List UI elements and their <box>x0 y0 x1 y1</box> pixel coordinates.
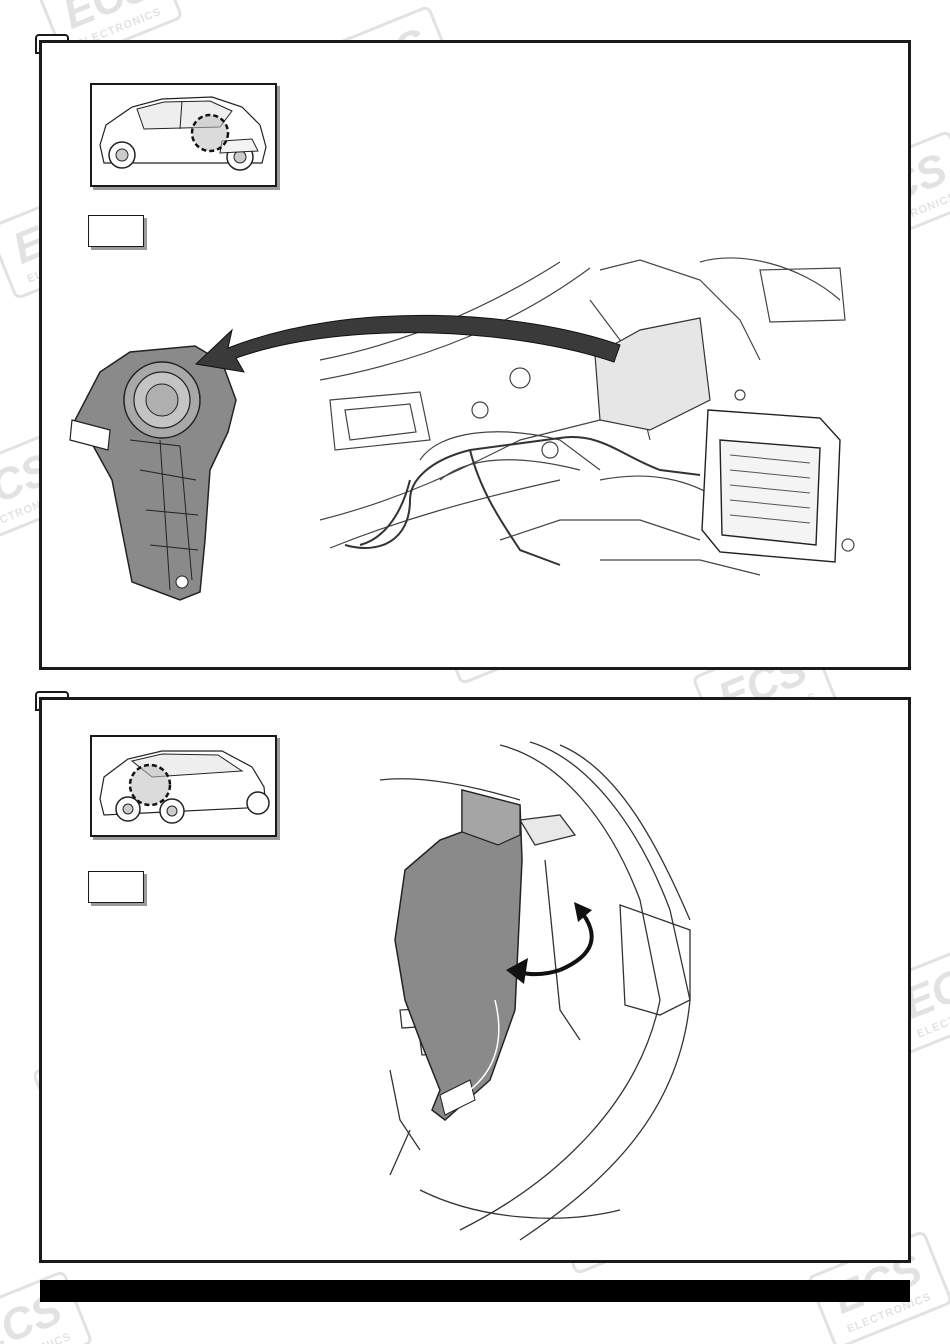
tool-box-1 <box>88 215 144 247</box>
car-rear-icon <box>99 96 267 171</box>
car-location-thumbnail-2 <box>90 735 277 837</box>
tool-box-2 <box>88 871 144 903</box>
double-curved-arrow <box>506 902 594 984</box>
curved-arrow-left <box>194 314 621 373</box>
car-location-thumbnail-1 <box>90 83 277 187</box>
footer-bar <box>40 1280 910 1302</box>
control-unit <box>701 409 841 563</box>
removed-trim-part <box>69 345 237 601</box>
car-rear-icon-2 <box>99 750 270 824</box>
pull-trim-panel <box>394 789 523 1121</box>
